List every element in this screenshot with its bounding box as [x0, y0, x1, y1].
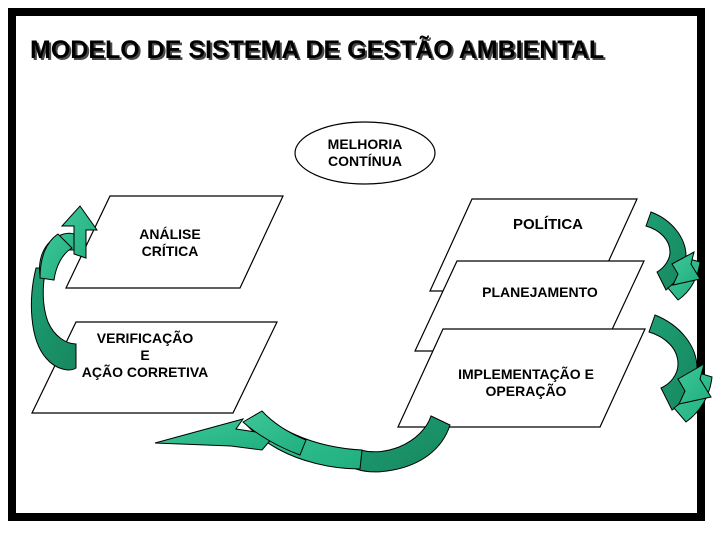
node-politica-label: POLÍTICA	[513, 216, 583, 233]
arrow-right-upper-icon	[645, 211, 701, 301]
node-analise-shape[interactable]	[65, 195, 284, 289]
node-verificacao-label: VERIFICAÇÃO E AÇÃO CORRETIVA	[81, 330, 209, 380]
arrow-bottom-icon	[154, 410, 451, 473]
slide-border-frame	[8, 8, 705, 521]
node-implementacao-shape[interactable]	[397, 328, 646, 428]
page-title: MODELO DE SISTEMA DE GESTÃO AMBIENTAL	[30, 36, 605, 64]
node-melhoria-continua-shape[interactable]	[294, 121, 436, 185]
arrow-right-lower-icon	[648, 314, 713, 423]
arrow-left-icon	[30, 205, 98, 371]
node-analise-label: ANÁLISE CRÍTICA	[139, 226, 201, 259]
node-planejamento-label: PLANEJAMENTO	[482, 284, 598, 300]
node-implementacao-label: IMPLEMENTAÇÃO E OPERAÇÃO	[458, 366, 594, 399]
node-verificacao-shape[interactable]	[31, 321, 278, 414]
node-melhoria-continua-label: MELHORIA CONTÍNUA	[327, 136, 403, 169]
